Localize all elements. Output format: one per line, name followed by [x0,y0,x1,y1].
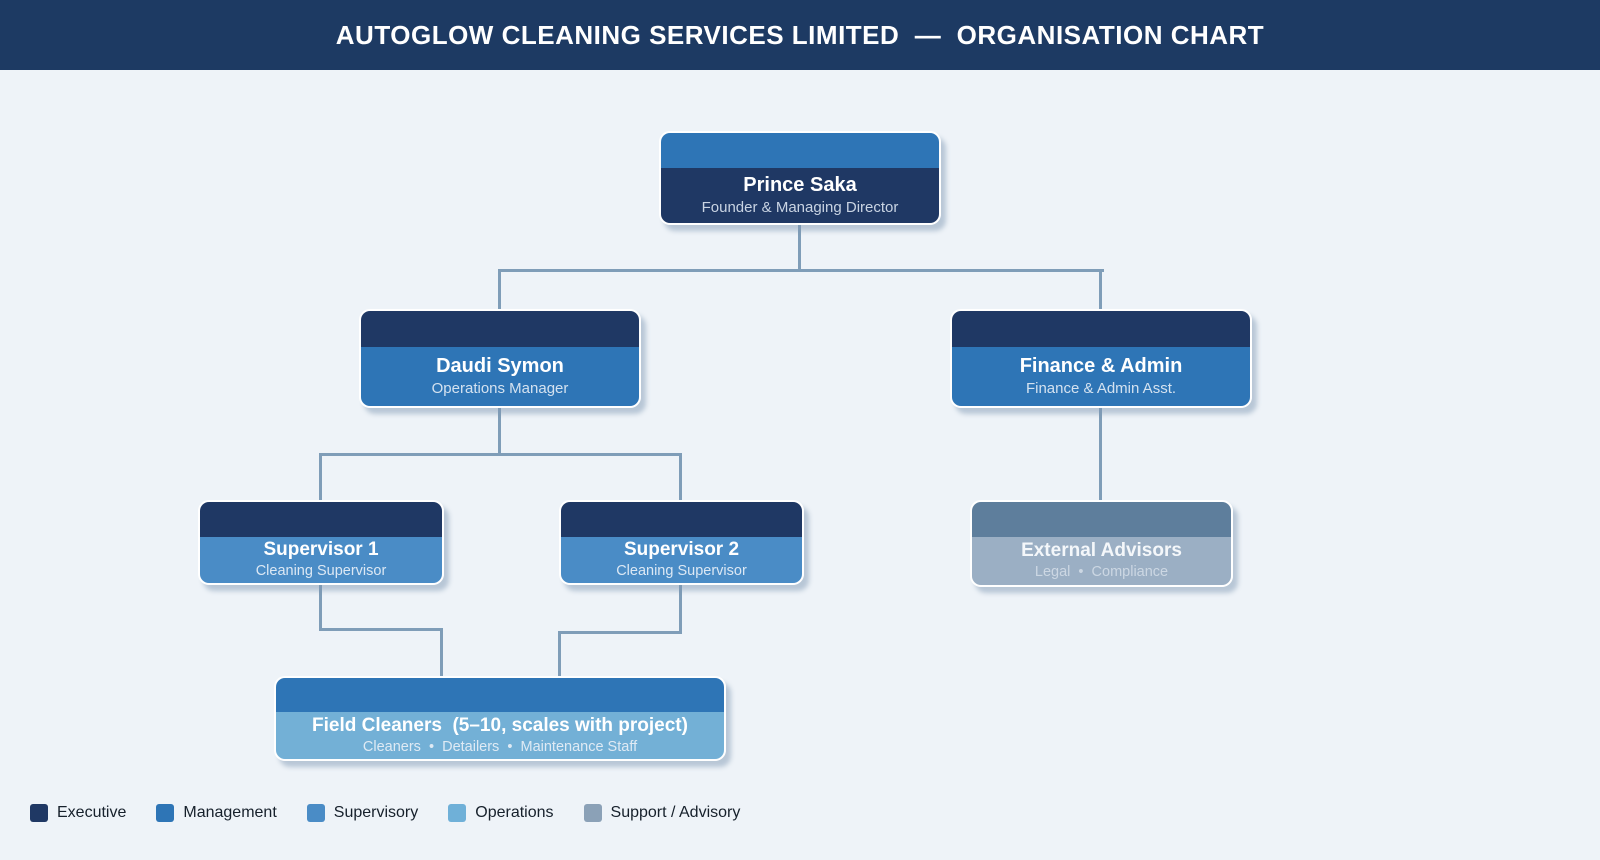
node-subtitle: Cleaning Supervisor [255,563,387,580]
node-subtitle: Finance & Admin Asst. [1025,380,1177,397]
node-subtitle: Legal • Compliance [1034,564,1169,581]
node-title: Supervisor 1 [263,539,379,561]
legend-item-operations: Operations [448,804,554,822]
page-title: AUTOGLOW CLEANING SERVICES LIMITED — ORG… [335,19,1265,50]
legend-swatch-support-advisory [583,804,602,822]
node-body: Supervisor 1 Cleaning Supervisor [200,537,442,583]
connector-founder-down [798,225,801,272]
org-node-field-cleaners: Field Cleaners (5–10, scales with projec… [274,676,726,761]
node-body: Prince Saka Founder & Managing Director [661,168,939,223]
node-color-band [276,678,724,712]
connector-supervisor2-down [679,583,682,633]
node-body: Finance & Admin Finance & Admin Asst. [952,347,1250,406]
node-color-band [661,133,939,168]
node-title: Daudi Symon [436,355,564,377]
connector-finance-external [1099,406,1102,502]
node-color-band [952,311,1250,347]
node-color-band [561,502,802,537]
legend-label-support-advisory: Support / Advisory [610,804,741,821]
node-body: Field Cleaners (5–10, scales with projec… [276,712,724,759]
org-node-finance-admin: Finance & Admin Finance & Admin Asst. [950,309,1252,408]
legend-label-executive: Executive [57,804,127,821]
org-node-operations-manager: Daudi Symon Operations Manager [359,309,641,408]
node-body: Supervisor 2 Cleaning Supervisor [561,537,802,583]
node-subtitle: Operations Manager [431,380,569,397]
connector-finance-up [1099,269,1102,311]
legend-item-executive: Executive [30,804,126,822]
legend-label-management: Management [183,804,277,821]
connector-supervisor2-up [679,453,682,502]
node-subtitle: Cleaners • Detailers • Maintenance Staff [362,738,638,755]
legend-swatch-operations [448,804,467,822]
connector-field-left-entry [440,628,443,678]
legend-swatch-supervisory [306,804,325,822]
node-body: External Advisors Legal • Compliance [972,537,1231,585]
connector-supervisor1-up [319,453,322,502]
connector-level2-horizontal [498,269,1104,272]
connector-supervisor2-elbow [558,631,682,634]
legend-label-operations: Operations [475,804,554,821]
connector-opsmanager-down [498,406,501,456]
connector-level3-horizontal [319,453,682,456]
node-title: Prince Saka [743,174,857,196]
org-node-external-advisors: External Advisors Legal • Compliance [970,500,1233,587]
node-title: Field Cleaners (5–10, scales with projec… [312,714,688,736]
node-title: Supervisor 2 [623,539,740,561]
org-node-supervisor2: Supervisor 2 Cleaning Supervisor [559,500,804,585]
node-body: Daudi Symon Operations Manager [361,347,639,406]
node-color-band [972,502,1231,537]
header-bar: AUTOGLOW CLEANING SERVICES LIMITED — ORG… [0,0,1600,70]
legend-item-management: Management [156,804,277,822]
legend-swatch-management [156,804,175,822]
connector-opsmanager-up [498,269,501,311]
legend-swatch-executive [30,804,48,822]
node-subtitle: Cleaning Supervisor [616,563,747,580]
node-subtitle: Founder & Managing Director [701,199,899,216]
legend-item-supervisory: Supervisory [306,804,419,822]
org-node-supervisor1: Supervisor 1 Cleaning Supervisor [198,500,444,585]
node-title: Finance & Admin [1019,355,1183,377]
connector-supervisor1-elbow [319,628,443,631]
org-node-founder: Prince Saka Founder & Managing Director [659,131,941,225]
node-color-band [361,311,639,347]
legend-item-support-advisory: Support / Advisory [583,804,741,822]
node-color-band [200,502,442,537]
node-title: External Advisors [1021,540,1182,562]
legend: Executive Management Supervisory Operati… [30,804,740,822]
legend-label-supervisory: Supervisory [333,804,419,821]
connector-supervisor1-down [319,583,322,631]
connector-field-right-entry [558,631,561,678]
